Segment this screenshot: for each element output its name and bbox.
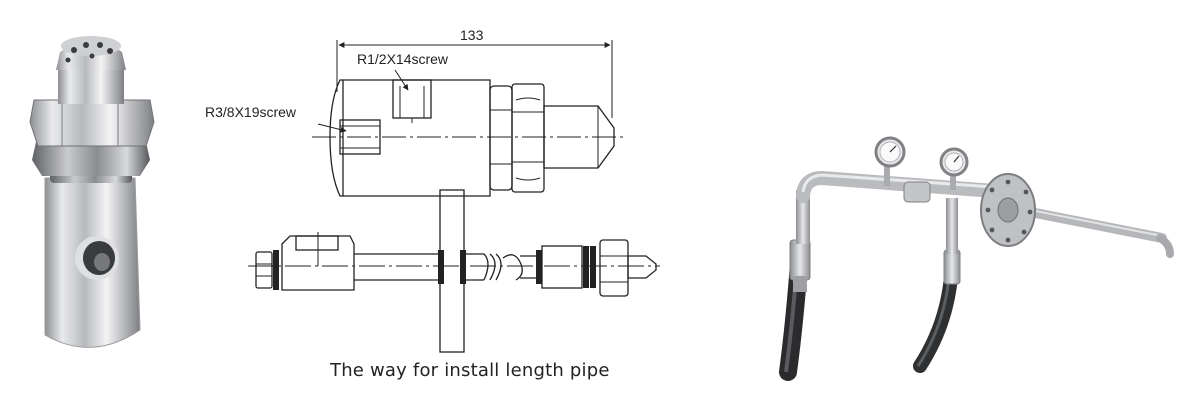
side-thread-label: R3/8X19screw bbox=[205, 104, 297, 120]
dimension-label: 133 bbox=[460, 27, 484, 43]
dimension-line bbox=[336, 40, 613, 118]
top-thread-label: R1/2X14screw bbox=[357, 51, 449, 67]
technical-drawing: 133 R1/2X14screw R3/8X19screw bbox=[205, 27, 660, 353]
nozzle-photo bbox=[29, 36, 155, 348]
pipe-assembly-photo bbox=[779, 136, 1174, 381]
install-caption: The way for install length pipe bbox=[330, 360, 610, 381]
